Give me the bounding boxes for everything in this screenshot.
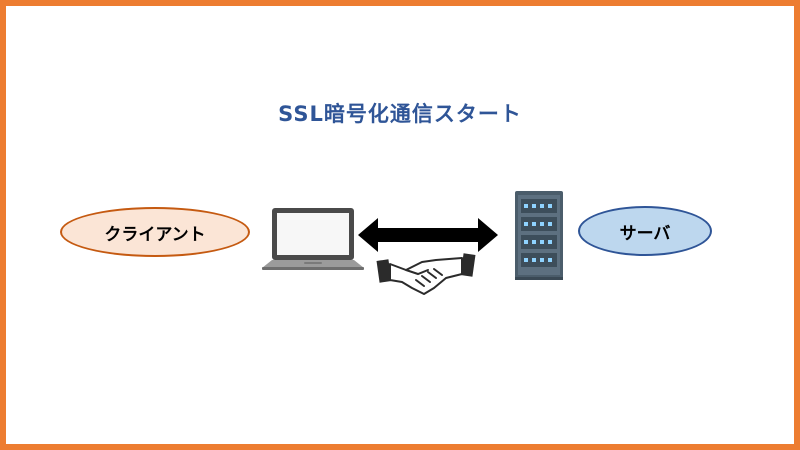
page-title: SSL暗号化通信スタート [278, 102, 522, 126]
handshake-icon [376, 253, 476, 295]
server-node: サーバ [578, 206, 712, 256]
client-node: クライアント [60, 207, 250, 257]
client-label: クライアント [104, 224, 206, 245]
server-rack-icon [515, 191, 563, 280]
double-arrow-icon [358, 218, 498, 252]
laptop-icon [262, 208, 364, 270]
server-label: サーバ [619, 223, 671, 244]
